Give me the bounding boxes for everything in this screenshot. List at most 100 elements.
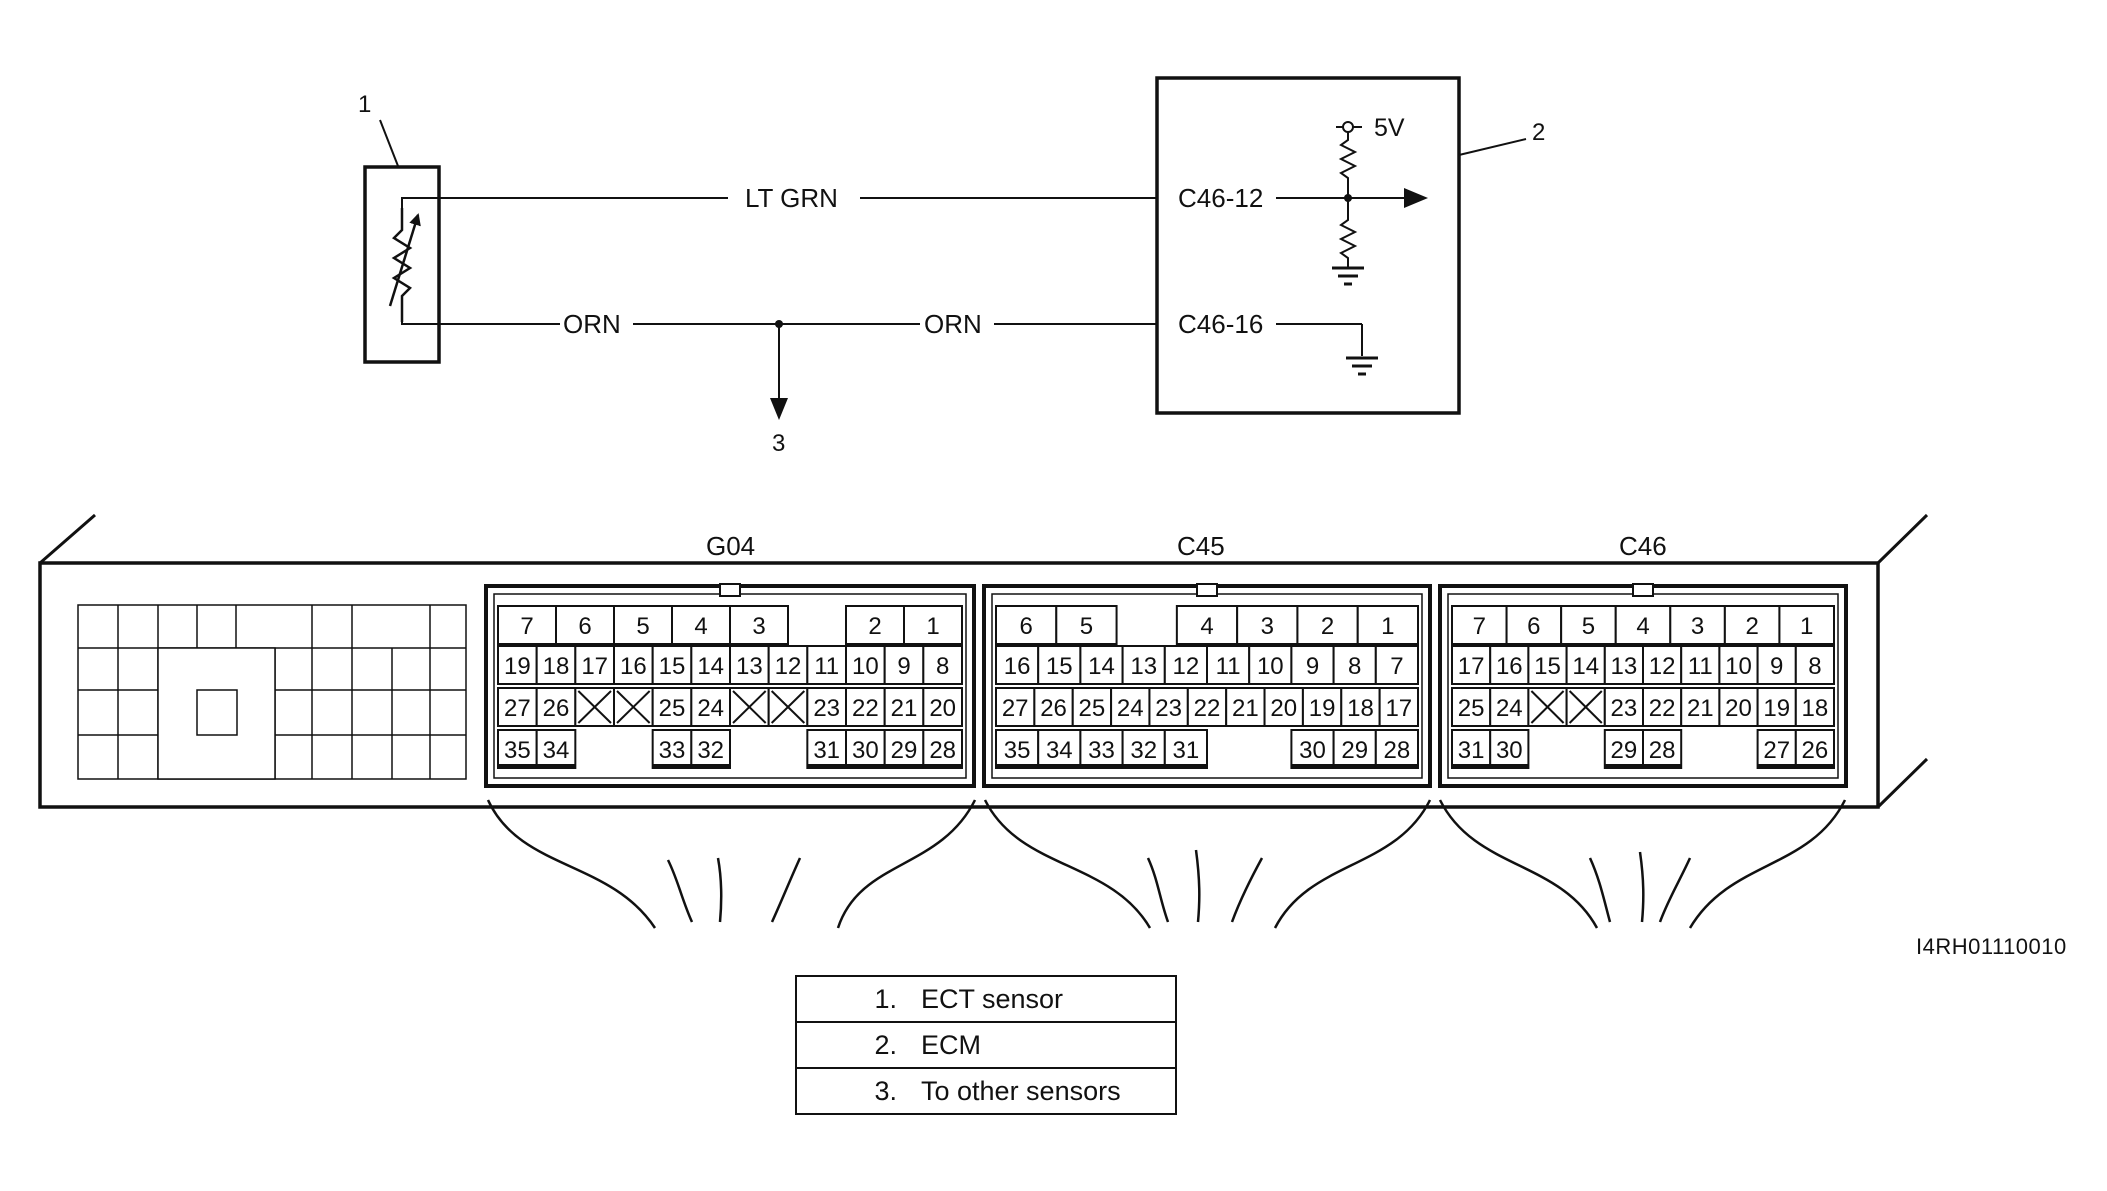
pin-number: 28 [1649, 737, 1676, 764]
pin-cell [903, 605, 963, 645]
pin-cell [729, 605, 789, 645]
callout-1: 1 [358, 91, 371, 118]
pin-number: 31 [1173, 737, 1200, 764]
connector-label-c46: C46 [1619, 531, 1667, 561]
pin-number: 16 [1496, 653, 1523, 680]
pin-number: 23 [1611, 695, 1638, 722]
pin-cell [1378, 687, 1419, 727]
pin-number: 25 [1458, 695, 1485, 722]
legend-number: 2. [874, 1029, 897, 1060]
pin-number: 19 [504, 653, 531, 680]
pin-cell [883, 687, 925, 727]
pin-cell [845, 605, 905, 645]
ecm-pin-ground: C46-16 [1178, 309, 1263, 339]
pin-cell [1037, 645, 1082, 685]
pin-number: 11 [1688, 653, 1713, 680]
pin-cell [1489, 645, 1530, 685]
pin-cell [1148, 687, 1189, 727]
pin-number: 5 [1080, 613, 1093, 640]
pin-number: 3 [1691, 613, 1704, 640]
pulldown-resistor-icon [1338, 198, 1358, 268]
pin-cell [651, 687, 693, 727]
return-wire-color: ORN [563, 309, 621, 339]
connector-latch [719, 583, 741, 597]
pin-number: 19 [1309, 695, 1336, 722]
pin-number: 8 [1348, 653, 1361, 680]
legend-text: ECM [921, 1029, 981, 1060]
pin-cell [1225, 687, 1266, 727]
pin-cell [1527, 645, 1568, 685]
pin-cell [1718, 645, 1759, 685]
pin-number: 30 [1496, 737, 1523, 764]
pin-number: 17 [1458, 653, 1485, 680]
pin-number: 23 [1155, 695, 1182, 722]
pin-cell [1332, 645, 1377, 685]
callout-1-leader [379, 119, 399, 167]
pin-number: 18 [543, 653, 570, 680]
pin-cell [995, 645, 1040, 685]
pin-number: 26 [1802, 737, 1829, 764]
pin-number: 3 [1261, 613, 1274, 640]
pin-number: 22 [852, 695, 879, 722]
figure-code: I4RH01110010 [1916, 934, 2067, 959]
ecm-housing-front [38, 561, 1880, 809]
pin-number: 9 [897, 653, 910, 680]
pin-cell [1794, 645, 1836, 685]
blank-pin-icon [577, 690, 612, 724]
callout-3: 3 [772, 430, 785, 457]
pin-number: 22 [1649, 695, 1676, 722]
pin-number: 22 [1194, 695, 1221, 722]
pin-number: 15 [1534, 653, 1561, 680]
pin-number: 1 [926, 613, 939, 640]
pin-cell [497, 645, 538, 685]
pin-number: 15 [1046, 653, 1073, 680]
pin-cell [845, 729, 886, 769]
connector-label-g04: G04 [706, 531, 755, 561]
callout-2: 2 [1532, 119, 1545, 146]
pin-cell [1723, 605, 1781, 645]
pin-number: 31 [1458, 737, 1485, 764]
pin-cell [1055, 605, 1118, 645]
pin-cell [1680, 687, 1721, 727]
pin-number: 14 [1572, 653, 1599, 680]
pin-number: 10 [1725, 653, 1752, 680]
pin-number: 27 [1763, 737, 1790, 764]
supply-terminal-icon [1342, 121, 1354, 133]
pin-cell [1186, 687, 1228, 727]
pin-number: 10 [1257, 653, 1284, 680]
pin-number: 29 [891, 737, 918, 764]
pin-number: 2 [1321, 613, 1334, 640]
pin-number: 10 [852, 653, 879, 680]
pin-number: 30 [1299, 737, 1326, 764]
pin-number: 9 [1770, 653, 1783, 680]
pin-number: 28 [1384, 737, 1411, 764]
callout-2-leader [1458, 138, 1527, 156]
pin-cell [1236, 605, 1299, 645]
signal-arrow-icon [1404, 188, 1428, 208]
pin-cell [690, 729, 731, 769]
pin-number: 8 [1808, 653, 1821, 680]
pin-number: 17 [1385, 695, 1412, 722]
pin-number: 24 [697, 695, 724, 722]
blank-pin-icon [616, 690, 651, 724]
pin-number: 11 [814, 653, 839, 680]
pin-cell [1603, 645, 1645, 685]
pin-cell [1642, 645, 1683, 685]
pin-cell [1756, 687, 1797, 727]
pin-number: 5 [1582, 613, 1595, 640]
pin-cell [845, 687, 886, 727]
pin-cell [1206, 645, 1251, 685]
pin-cell [1290, 645, 1335, 685]
pin-cell [1175, 605, 1239, 645]
pin-number: 26 [1040, 695, 1067, 722]
pin-cell [767, 645, 809, 685]
pin-number: 24 [1496, 695, 1523, 722]
pin-number: 12 [775, 653, 802, 680]
pin-number: 32 [697, 737, 724, 764]
legend-text: To other sensors [921, 1075, 1121, 1106]
pin-cell [497, 605, 557, 645]
pin-number: 17 [581, 653, 608, 680]
pin-number: 27 [1002, 695, 1029, 722]
